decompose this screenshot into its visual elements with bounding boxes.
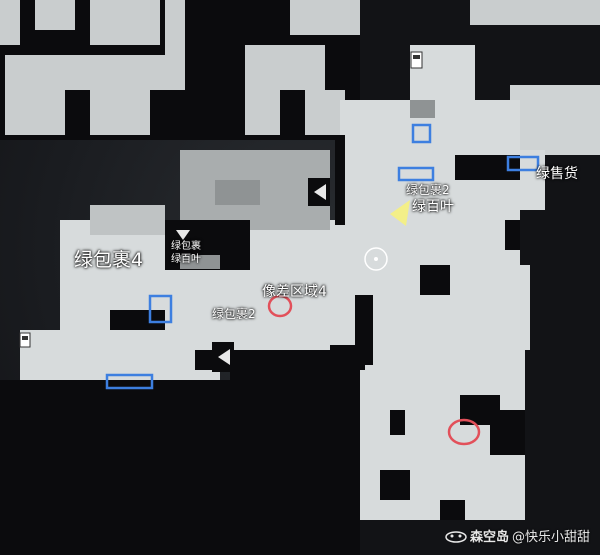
player-direction-icon: [390, 200, 410, 226]
watermark-logo-icon: [445, 530, 467, 543]
label-green-vending: 绿售货: [536, 166, 578, 182]
label-green-package-4: 绿包裹4: [74, 249, 144, 271]
louver-door-icon[interactable]: [308, 178, 330, 206]
package-box-marker[interactable]: [105, 373, 154, 390]
watermark-brand: 森空岛: [469, 530, 509, 545]
watermark: 森空岛 @快乐小甜甜: [445, 526, 590, 545]
watermark-handle: @快乐小甜甜: [511, 530, 590, 545]
label-green-louver: 绿百叶: [412, 199, 454, 215]
label-green-package-2-top: 绿包裹2: [406, 183, 450, 197]
package-box-marker[interactable]: [148, 294, 173, 324]
package-box-marker[interactable]: [397, 166, 435, 182]
label-parallax-area-4: 像差区域4: [262, 284, 327, 300]
parallax-circle-marker[interactable]: [447, 418, 481, 446]
label-small-package: 绿包裹: [171, 241, 201, 252]
louver-door-icon[interactable]: [172, 225, 194, 245]
waypoint-ring-icon[interactable]: [364, 247, 388, 271]
louver-door-icon[interactable]: [212, 342, 234, 372]
parallax-circle-marker[interactable]: [267, 294, 293, 318]
vending-machine-icon: [19, 332, 31, 348]
vending-box-marker[interactable]: [506, 155, 540, 172]
label-green-package-2-mid: 绿包裹2: [212, 307, 256, 321]
vending-machine-icon: [410, 51, 423, 69]
package-box-marker[interactable]: [411, 123, 432, 144]
label-small-louver: 绿百叶: [171, 254, 201, 265]
